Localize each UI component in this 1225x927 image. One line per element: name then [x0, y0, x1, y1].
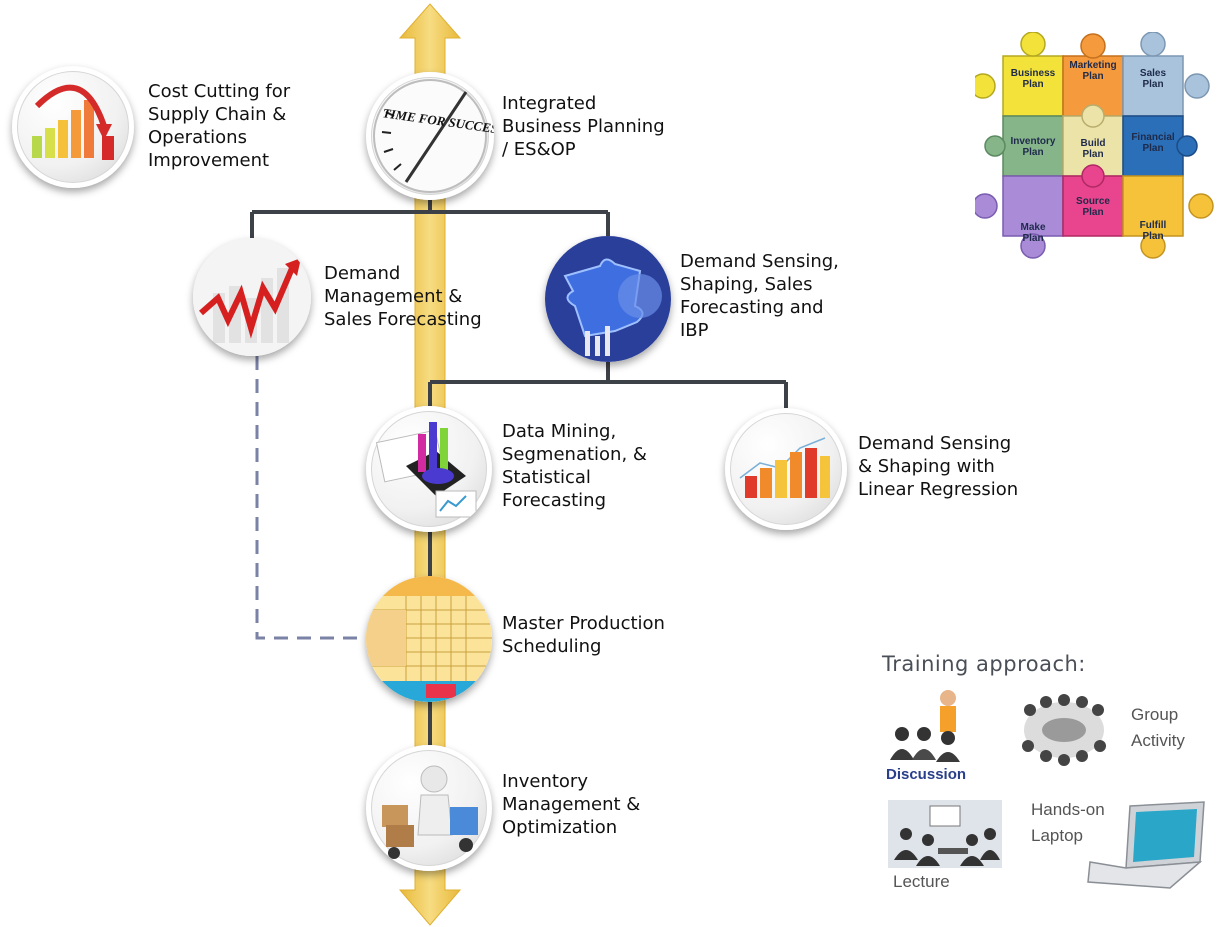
demand-sensing-ibp-image [545, 236, 671, 362]
planning-puzzle: Business Plan Marketing Plan Sales Plan … [970, 31, 1225, 288]
lecture-image [888, 800, 1002, 868]
puzzle-label-make: Make Plan [1020, 222, 1046, 244]
lecture-label: Lecture [893, 872, 950, 891]
training-title: Training approach: [882, 652, 1086, 676]
linear-regression-label: Demand Sensing & Shaping with Linear Reg… [858, 433, 1019, 500]
cost-cutting-image [12, 66, 134, 188]
data-mining-image [366, 406, 492, 532]
cost-cutting-label: Cost Cutting for Supply Chain & Operatio… [148, 81, 291, 171]
dashed-link [255, 356, 370, 640]
demand-management-image [193, 238, 311, 356]
puzzle-piece-inventory [1002, 115, 1064, 177]
laptop-image [1086, 800, 1206, 892]
inventory-image [366, 745, 492, 871]
puzzle-label-build: Build Plan [1080, 138, 1106, 160]
puzzle-piece-make [1002, 175, 1064, 237]
puzzle-label-inventory: Inventory Plan [1010, 136, 1056, 158]
data-mining-label: Data Mining, Segmenation, & Statistical … [502, 421, 647, 511]
hands-on-laptop-label: Hands-on Laptop [1031, 800, 1105, 845]
puzzle-label-financial: Financial Plan [1131, 132, 1175, 154]
puzzle-piece-business [1002, 55, 1064, 117]
puzzle-label-marketing: Marketing Plan [1069, 60, 1117, 82]
puzzle-piece-fulfill [1122, 175, 1184, 237]
mps-label: Master Production Scheduling [502, 613, 665, 657]
ibp-label: Integrated Business Planning / ES&OP [502, 93, 665, 160]
group-activity-label: Group Activity [1131, 705, 1185, 750]
inventory-label: Inventory Management & Optimization [502, 771, 641, 838]
discussion-label: Discussion [886, 766, 967, 783]
demand-sensing-ibp-label: Demand Sensing, Shaping, Sales Forecasti… [680, 251, 839, 341]
puzzle-label-sales: Sales Plan [1139, 68, 1167, 90]
group-activity-image [1016, 690, 1112, 772]
mps-image [366, 576, 492, 702]
discussion-image [888, 688, 972, 762]
puzzle-label-business: Business Plan [1010, 68, 1056, 90]
puzzle-label-fulfill: Fulfill Plan [1139, 220, 1167, 242]
linear-regression-image [725, 408, 847, 530]
ibp-image: TIME FOR SUCCESS [366, 72, 494, 200]
puzzle-label-source: Source Plan [1076, 196, 1110, 218]
demand-management-label: Demand Management & Sales Forecasting [324, 263, 482, 330]
